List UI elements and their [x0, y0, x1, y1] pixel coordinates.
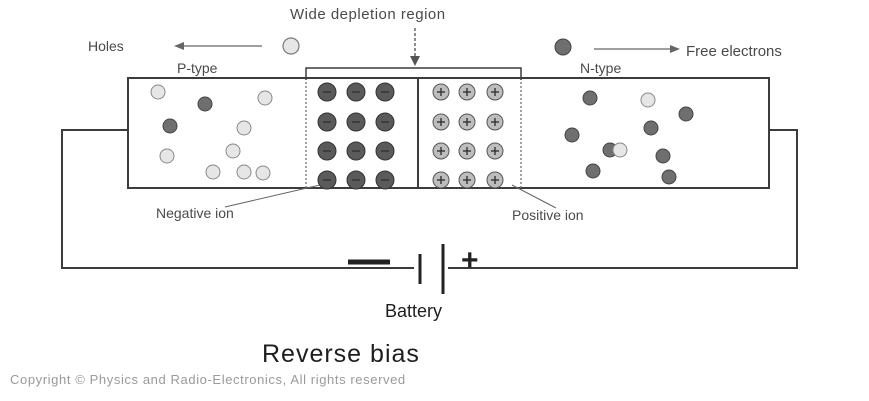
electron-legend-particle	[554, 38, 572, 56]
pn-junction-block	[127, 77, 770, 189]
negative-ion-pointer	[224, 184, 321, 208]
p-region-hole	[255, 165, 271, 181]
p-region-hole	[225, 143, 241, 159]
p-type-label: P-type	[177, 60, 218, 76]
holes-label: Holes	[88, 38, 124, 54]
diagram-title: Reverse bias	[262, 340, 420, 368]
depletion-bracket	[305, 67, 522, 80]
battery-label: Battery	[385, 301, 443, 321]
copyright-notice: Copyright © Physics and Radio-Electronic…	[10, 372, 406, 387]
n-region-electron	[655, 148, 671, 164]
p-region-hole	[236, 120, 252, 136]
n-type-label: N-type	[580, 60, 622, 76]
particles-group	[150, 82, 694, 190]
n-region-electron	[564, 127, 580, 143]
positive-ion-pointer	[511, 184, 557, 209]
n-region-electron	[582, 90, 598, 106]
p-region-hole	[236, 164, 252, 180]
n-region-hole	[612, 142, 628, 158]
p-region-hole	[257, 90, 273, 106]
hole-legend-particle	[282, 37, 300, 55]
n-region-electron	[585, 163, 601, 179]
electrons-arrow-head	[670, 45, 680, 53]
p-region-hole	[205, 164, 221, 180]
p-region-minority-particle	[197, 96, 213, 112]
circuit-wire-right	[448, 129, 798, 269]
negative-ion-label: Negative ion	[156, 205, 234, 221]
battery-plus-sign: +	[461, 244, 479, 277]
depletion-region-label: Wide depletion region	[290, 6, 446, 23]
circuit-wire-left	[61, 129, 414, 269]
free-electrons-label: Free electrons	[686, 43, 782, 60]
n-region-electron	[643, 120, 659, 136]
depletion-pointer-head	[410, 56, 420, 66]
p-region-hole	[159, 148, 175, 164]
p-region-hole	[150, 84, 166, 100]
positive-ion-label: Positive ion	[512, 207, 584, 223]
p-region-minority-particle	[162, 118, 178, 134]
n-region-electron	[661, 169, 677, 185]
n-region-hole	[640, 92, 656, 108]
n-region-electron	[678, 106, 694, 122]
holes-arrow-head	[174, 42, 184, 50]
